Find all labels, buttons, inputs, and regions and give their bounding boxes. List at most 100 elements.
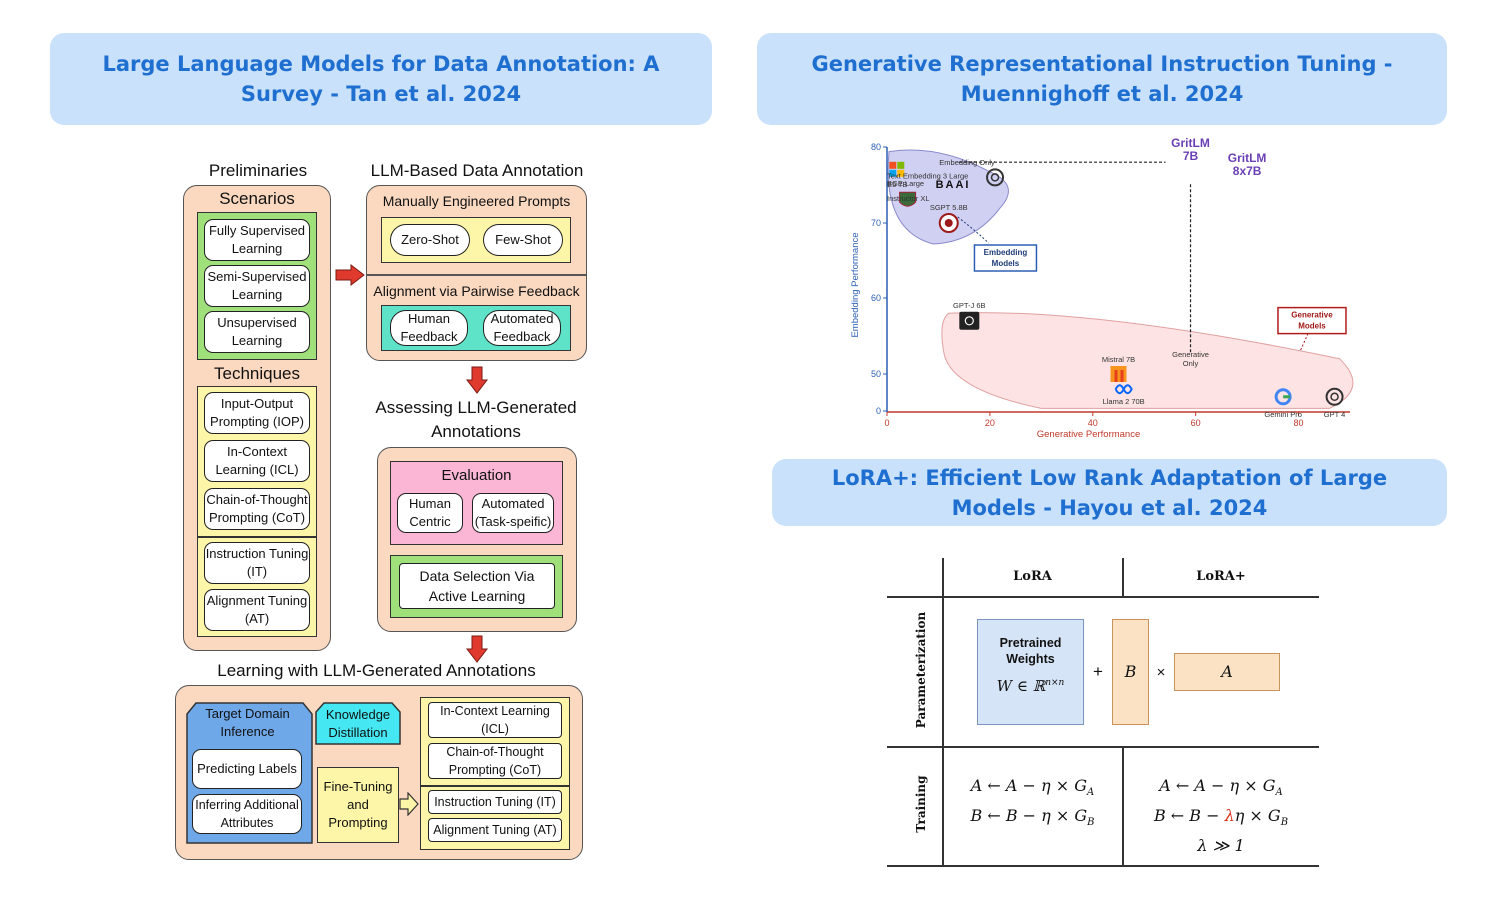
y-tick-label: 60 [871, 293, 881, 303]
prompts-title: Manually Engineered Prompts [382, 193, 571, 209]
automated-task-box: Automated (Task-speific) [472, 493, 554, 533]
lora-a-update-text: A ← A − η × G [970, 776, 1087, 795]
point-label-e5-7b: E5 7B [887, 180, 907, 189]
alignment-title: Alignment via Pairwise Feedback [373, 283, 580, 299]
embedding-models-label-2: Models [992, 259, 1020, 268]
preliminaries-title: Preliminaries [208, 161, 308, 180]
generative-models-label: Generative [1291, 311, 1333, 320]
mistral-logo [1114, 370, 1118, 382]
scenario-unsupervised: Unsupervised Learning [204, 311, 310, 353]
automated-feedback-pill: Automated Feedback [483, 310, 561, 346]
row-param: Parameterization [914, 611, 928, 729]
generative-models-box [1277, 306, 1347, 335]
matrix-a-box [1174, 653, 1280, 691]
pretrained-weights-box [977, 619, 1084, 725]
x-axis-label: Generative Performance [1037, 429, 1141, 440]
point-label-sgpt-5-8b: SGPT 5.8B [930, 203, 968, 212]
point-label-instructor-xl: Instructor XL [887, 194, 930, 203]
x-tick-label: 20 [985, 418, 995, 428]
zero-shot-pill: Zero-Shot [390, 224, 470, 256]
lora-b-update-sub: B [1087, 817, 1095, 829]
fine-tuning-box [317, 767, 399, 843]
generative-region [941, 312, 1354, 409]
evaluation-title: Evaluation [441, 467, 512, 484]
few-shot-pill: Few-Shot [483, 224, 563, 256]
openai-logo [990, 173, 1000, 182]
assessing-title: Assessing LLM-Generated Annotations [375, 398, 577, 441]
loraplus-a-update: A ← A − η × GA [1123, 776, 1319, 798]
point-label-gritlm-8x7b-size: 8x7B [1233, 164, 1262, 178]
point-label-generative: Generative [1172, 350, 1209, 359]
annotation-divider [366, 274, 587, 276]
y-tick-label: 70 [871, 218, 881, 228]
technique-at: Alignment Tuning (AT) [204, 589, 310, 631]
right-methods-divider [420, 785, 570, 787]
point-label-gritlm-8x7b: GritLM [1228, 151, 1267, 165]
pretrained-weights-label: Pretrained Weights [999, 636, 1062, 666]
mistral-logo [1110, 366, 1127, 382]
fine-tuning-label: Fine-Tuning and Prompting [323, 779, 393, 830]
inferring-attributes-box: Inferring Additional Attributes [192, 794, 302, 834]
point-label-text-embedding-3-large: Text Embedding 3 Large [887, 171, 968, 180]
point-label-gritlm-7b-size: 7B [1183, 149, 1199, 163]
techniques-title: Techniques [213, 364, 300, 383]
loraplus-a-update-text: A ← A − η × G [1159, 776, 1276, 795]
technique-icl: In-Context Learning (ICL) [204, 440, 310, 482]
point-label-bge-large: BGE Large [887, 179, 924, 188]
point-label-gritlm-7b: GritLM [1171, 136, 1210, 150]
openai-logo [1330, 392, 1339, 402]
y-axis-label: Embedding Performance [850, 232, 861, 337]
arrow-down-icon [466, 366, 488, 394]
table-rule-top [887, 596, 1319, 598]
point-label-gpt-4: GPT 4 [1324, 410, 1346, 419]
lora-b-update: B ← B − η × GB [943, 806, 1122, 828]
survey-title-banner: Large Language Models for Data Annotatio… [50, 33, 712, 125]
lora-b-update-text: B ← B − η × G [970, 806, 1088, 825]
matrix-b-box [1112, 619, 1149, 725]
human-centric-box: Human Centric [397, 493, 463, 533]
technique-cot: Chain-of-Thought Prompting (CoT) [204, 488, 310, 530]
matrix-a-label: A [1221, 662, 1233, 681]
x-tick-label: 40 [1088, 418, 1098, 428]
lambda-highlight: λ [1224, 806, 1235, 825]
lora-a-update: A ← A − η × GA [943, 776, 1122, 798]
table-rule-bottom [887, 865, 1319, 867]
col-loraplus: LoRA+ [1196, 569, 1246, 584]
point-label-llama-2-70b: Llama 2 70B [1103, 397, 1145, 406]
embedding-models-box [973, 244, 1038, 272]
generative-models-label-2: Models [1298, 322, 1326, 331]
table-rule-mid [887, 746, 1319, 748]
table-vrule-left [942, 558, 944, 866]
point-label-embedding-only: Embedding Only [939, 158, 995, 167]
table-vrule-mid-top [1122, 558, 1124, 596]
loraplus-a-update-sub: A [1275, 787, 1283, 799]
knowledge-distillation-label: Knowledge Distillation [325, 707, 391, 740]
y-tick-label: 80 [871, 142, 881, 152]
lambda-condition: λ ≫ 1 [1197, 836, 1245, 855]
loraplus-b-update: B ← B − λη × GB [1123, 806, 1319, 828]
human-feedback-pill: Human Feedback [390, 310, 468, 346]
embedding-region [887, 149, 1009, 245]
techniques-divider [197, 536, 317, 538]
y-tick-label: 0 [876, 406, 881, 416]
learn-icl: In-Context Learning (ICL) [428, 702, 562, 738]
baai-logo: BAAI [936, 179, 971, 191]
w-expression: W ∈ ℝn×n [977, 677, 1084, 695]
point-label-only: Only [1183, 359, 1199, 368]
col-lora: LoRA [1013, 569, 1052, 584]
point-label-mistral-7b: Mistral 7B [1102, 355, 1135, 364]
loraplus-b-update-sub: B [1280, 817, 1289, 829]
matrix-b-label: B [1124, 662, 1137, 681]
w-expression-sup: n×n [1045, 678, 1065, 688]
learn-at: Alignment Tuning (AT) [428, 818, 562, 842]
embedding-models-label: Embedding [984, 248, 1028, 257]
annotation-title: LLM-Based Data Annotation [370, 161, 584, 180]
predicting-labels-box: Predicting Labels [192, 749, 302, 789]
lora-a-update-sub: A [1086, 787, 1095, 799]
embedding-models-pointer [957, 216, 989, 244]
university-seal [944, 219, 953, 227]
point-label-gemini-pro: Gemini Pro [1264, 410, 1302, 419]
arrow-right-icon [399, 792, 419, 816]
scenario-fully-supervised: Fully Supervised Learning [204, 219, 310, 261]
